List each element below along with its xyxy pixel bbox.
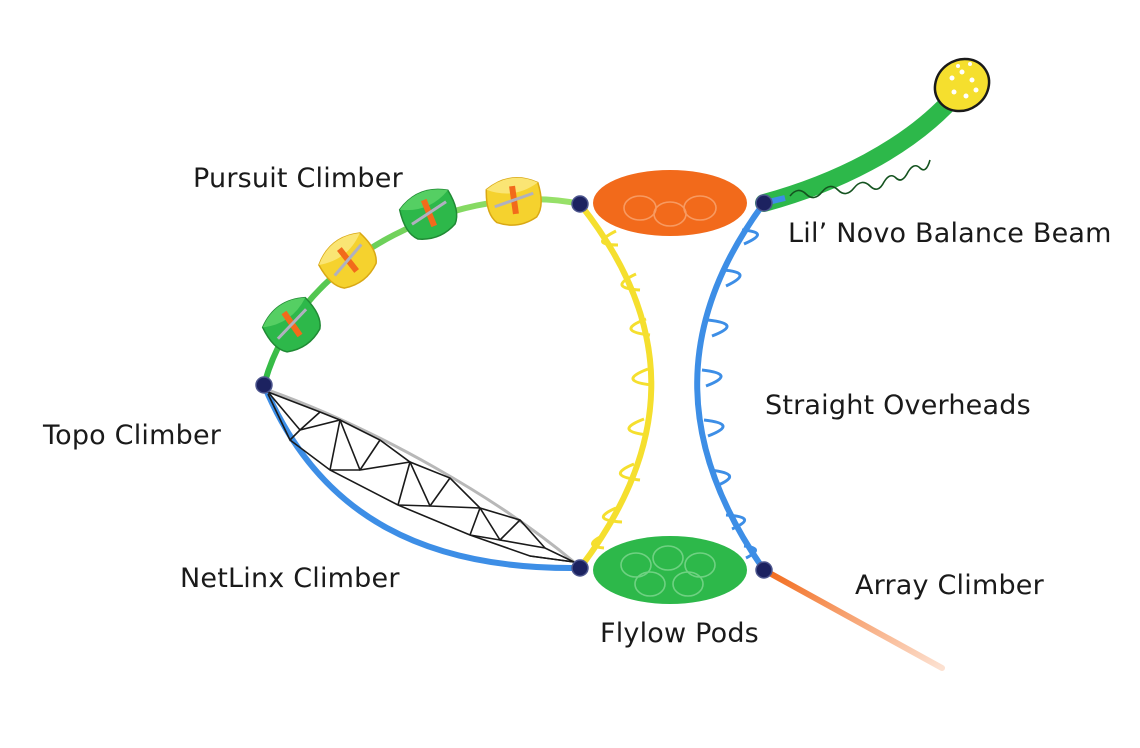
orange-pod: [593, 170, 747, 236]
netlinx-net: [267, 388, 575, 564]
pursuit-hold: [261, 296, 321, 353]
label-straight-overheads: Straight Overheads: [765, 390, 1031, 421]
joint: [571, 559, 589, 577]
pursuit-hold: [485, 177, 542, 226]
pursuit-hold: [398, 188, 458, 240]
pursuit-hold: [318, 232, 377, 289]
flylow-pod: [593, 536, 747, 604]
joint: [755, 561, 773, 579]
label-balance-beam: Lil’ Novo Balance Beam: [788, 218, 1112, 249]
netlinx-climber-arc: [261, 382, 583, 572]
array-climber-line: [761, 567, 945, 671]
label-topo-climber: Topo Climber: [42, 420, 222, 451]
label-pursuit-climber: Pursuit Climber: [193, 163, 404, 194]
joint: [255, 376, 273, 394]
label-flylow-pods: Flylow Pods: [600, 618, 759, 649]
yellow-overhead-rail: [577, 201, 655, 571]
blue-overhead-rungs: [701, 228, 759, 560]
balance-beam-end-pad: [933, 57, 991, 113]
pursuit-holds: [261, 177, 542, 353]
blue-overhead-rail: [694, 200, 767, 573]
balance-beam: [755, 57, 991, 212]
joint: [571, 195, 589, 213]
yellow-overhead-rungs: [591, 229, 653, 550]
joint: [755, 194, 773, 212]
connector-joints: [255, 194, 773, 579]
label-array-climber: Array Climber: [855, 570, 1045, 601]
label-netlinx-climber: NetLinx Climber: [180, 563, 400, 594]
